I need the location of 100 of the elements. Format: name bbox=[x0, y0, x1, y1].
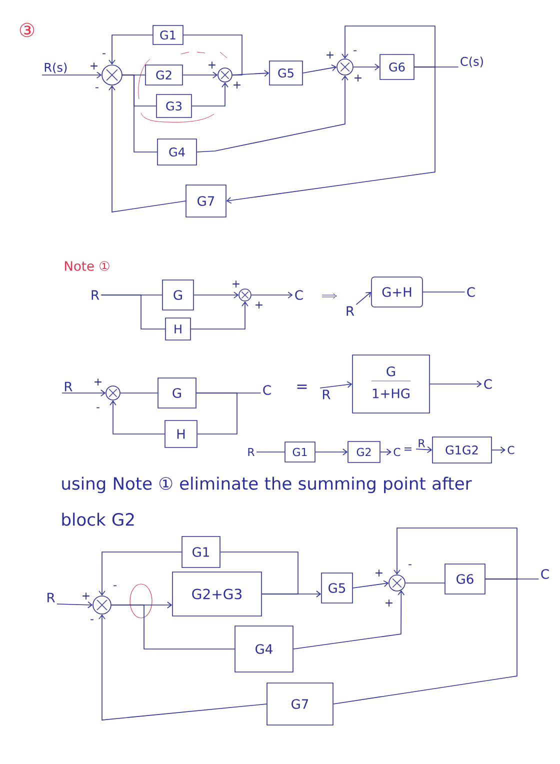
equals-sign: = bbox=[297, 384, 307, 389]
signal-arrow bbox=[192, 82, 228, 106]
summing-junction bbox=[92, 596, 112, 614]
signal-line bbox=[220, 552, 298, 594]
signal-arrow bbox=[98, 614, 267, 720]
signal-arrow bbox=[320, 381, 352, 388]
summing-junction bbox=[106, 386, 120, 400]
signal-arrow bbox=[226, 66, 436, 204]
block-box: G1G2 bbox=[432, 436, 492, 464]
block-box: G5 bbox=[321, 572, 353, 604]
signal-arrow bbox=[356, 292, 372, 305]
block-box: G2 bbox=[348, 441, 380, 463]
block-box: G4 bbox=[157, 138, 197, 166]
signal-arrow bbox=[108, 34, 153, 65]
signal-label: R bbox=[48, 592, 55, 602]
block-box: G3 bbox=[156, 94, 192, 118]
signal-label: R(s) bbox=[44, 62, 67, 74]
block-box: G 1+HG bbox=[352, 354, 430, 414]
signal-arrow bbox=[315, 448, 348, 456]
block-box: H bbox=[165, 318, 191, 340]
signal-arrow bbox=[302, 64, 337, 74]
signal-label: C bbox=[484, 379, 492, 389]
signal-arrow bbox=[293, 590, 405, 650]
signal-arrow bbox=[492, 446, 506, 454]
signal-label: R bbox=[92, 290, 100, 300]
signal-arrow bbox=[190, 301, 248, 330]
summing-junction bbox=[388, 574, 406, 592]
sign-label: - bbox=[96, 407, 100, 408]
sign-label: + bbox=[208, 62, 216, 68]
sign-label: + bbox=[376, 570, 382, 576]
signal-label: C bbox=[263, 385, 271, 395]
block-box: G bbox=[158, 378, 196, 408]
signal-arrow bbox=[353, 64, 380, 70]
signal-arrow bbox=[380, 448, 392, 456]
sign-label: + bbox=[326, 52, 334, 58]
sign-label: + bbox=[386, 600, 392, 606]
signal-line bbox=[196, 392, 238, 434]
signal-arrow bbox=[56, 601, 93, 608]
signal-line bbox=[405, 582, 445, 584]
block-box: G+H bbox=[371, 276, 423, 308]
equals-sign: = bbox=[404, 448, 412, 451]
signal-line bbox=[100, 294, 166, 330]
signal-arrow bbox=[394, 528, 518, 580]
sign-label: + bbox=[256, 302, 262, 308]
summing-junction bbox=[102, 64, 122, 86]
instruction-text: using Note ① eliminate the summing point after block G2 bbox=[62, 476, 472, 526]
signal-arrow bbox=[108, 85, 186, 212]
sign-label: - bbox=[114, 585, 116, 586]
block-box: G1 bbox=[284, 442, 316, 462]
block-box: G6 bbox=[380, 54, 414, 80]
signal-arrow bbox=[98, 552, 182, 596]
signal-arrow bbox=[194, 292, 239, 298]
signal-arrow bbox=[42, 72, 102, 78]
block-box: G bbox=[162, 280, 194, 310]
signal-label: C bbox=[508, 446, 514, 454]
signal-label: C bbox=[541, 569, 549, 579]
signal-arrow bbox=[110, 400, 165, 434]
block-box: G7 bbox=[186, 184, 226, 218]
signal-arrow bbox=[62, 390, 106, 396]
summing-junction bbox=[336, 58, 354, 76]
signal-arrow bbox=[342, 26, 436, 68]
signal-label: R bbox=[418, 439, 426, 448]
signal-label: R bbox=[64, 382, 72, 392]
signal-line bbox=[111, 604, 235, 650]
signal-label: R bbox=[248, 448, 254, 456]
sign-label: + bbox=[234, 82, 240, 88]
block-box: G6 bbox=[444, 564, 486, 594]
block-box: G7 bbox=[266, 682, 334, 726]
signal-arrow bbox=[182, 72, 218, 78]
sign-label: - bbox=[354, 50, 356, 52]
section-number: ③ bbox=[20, 22, 34, 38]
sign-label: + bbox=[90, 62, 98, 70]
sign-label: + bbox=[94, 378, 102, 386]
sign-label: + bbox=[232, 280, 240, 288]
signal-arrow bbox=[251, 292, 293, 298]
signal-label: C bbox=[295, 290, 303, 300]
block-box: G2+G3 bbox=[172, 572, 262, 616]
sign-label: - bbox=[90, 619, 94, 620]
signal-line bbox=[183, 34, 242, 76]
sign-label: - bbox=[96, 87, 98, 88]
signal-label: R bbox=[346, 306, 354, 316]
signal-label: C(s) bbox=[460, 56, 483, 68]
sign-label: + bbox=[82, 592, 90, 600]
signal-label: R bbox=[322, 390, 330, 400]
signal-label: C bbox=[467, 287, 475, 297]
block-box: G2 bbox=[145, 64, 183, 86]
block-box: G1 bbox=[182, 536, 220, 568]
summing-junction bbox=[238, 288, 252, 302]
signal-label: C bbox=[394, 448, 400, 456]
note-heading: Note ① bbox=[65, 261, 110, 271]
block-box: H bbox=[164, 420, 198, 448]
sign-label: - bbox=[102, 53, 106, 54]
signal-arrow bbox=[196, 75, 348, 152]
signal-arrow bbox=[430, 380, 482, 388]
sign-label: - bbox=[408, 564, 412, 566]
signal-arrow bbox=[416, 446, 432, 454]
signal-arrow bbox=[352, 580, 389, 588]
block-box: G5 bbox=[269, 60, 303, 86]
block-box: G1 bbox=[152, 25, 184, 45]
signal-line bbox=[120, 392, 158, 394]
